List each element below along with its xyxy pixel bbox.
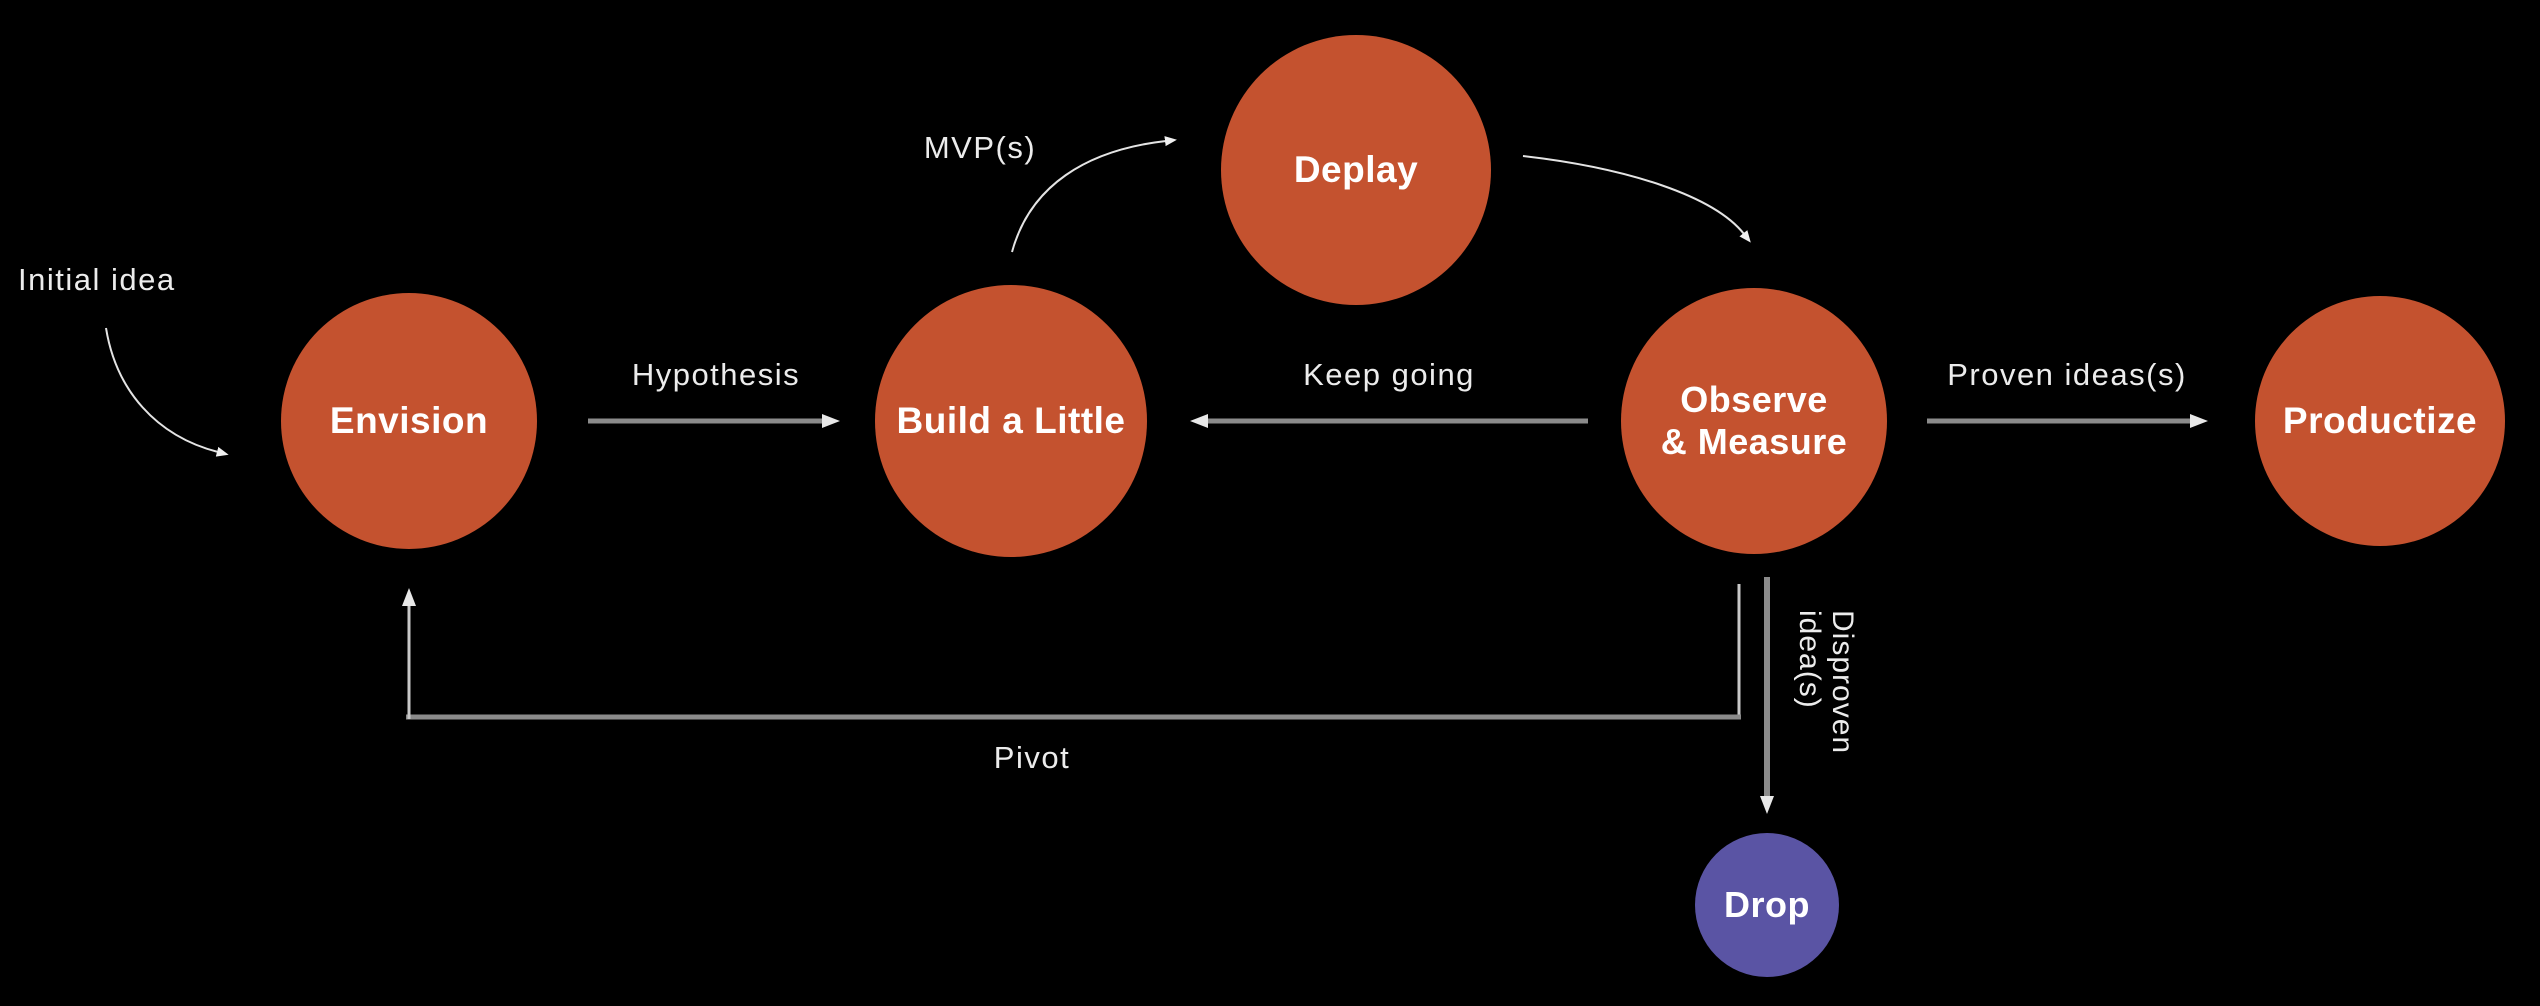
disproven-line2: idea(s) bbox=[1793, 610, 1826, 709]
edge-label-hypothesis: Hypothesis bbox=[631, 357, 801, 392]
edge-label-pivot: Pivot bbox=[993, 740, 1071, 775]
node-productize: Productize bbox=[2255, 296, 2505, 546]
curve-deplay-to-observe bbox=[1522, 155, 1751, 243]
node-label: Deplay bbox=[1293, 149, 1419, 190]
node-observe-measure: Observe & Measure bbox=[1621, 288, 1887, 554]
node-label: Observe bbox=[1680, 379, 1828, 420]
edge-label-keep-going: Keep going bbox=[1303, 357, 1475, 392]
node-label: Build a Little bbox=[896, 400, 1126, 441]
edge-label-proven-ideas: Proven ideas(s) bbox=[1947, 357, 2187, 392]
node-deplay: Deplay bbox=[1221, 35, 1491, 305]
edge-label-initial-idea: Initial idea bbox=[18, 262, 176, 297]
node-drop: Drop bbox=[1695, 833, 1839, 977]
node-envision: Envision bbox=[281, 293, 537, 549]
disproven-line1: Disproven bbox=[1826, 610, 1859, 755]
node-label: Productize bbox=[2282, 400, 2478, 441]
curve-mvp bbox=[1011, 136, 1177, 253]
node-label: Envision bbox=[329, 400, 489, 441]
edge-label-disproven-ideas: Disproven idea(s) bbox=[1791, 610, 1859, 780]
node-build-a-little: Build a Little bbox=[875, 285, 1147, 557]
node-label-line2: & Measure bbox=[1660, 421, 1848, 462]
node-label: Drop bbox=[1724, 884, 1810, 925]
edge-label-mvp: MVP(s) bbox=[923, 130, 1037, 165]
curve-initial-idea bbox=[105, 327, 229, 457]
